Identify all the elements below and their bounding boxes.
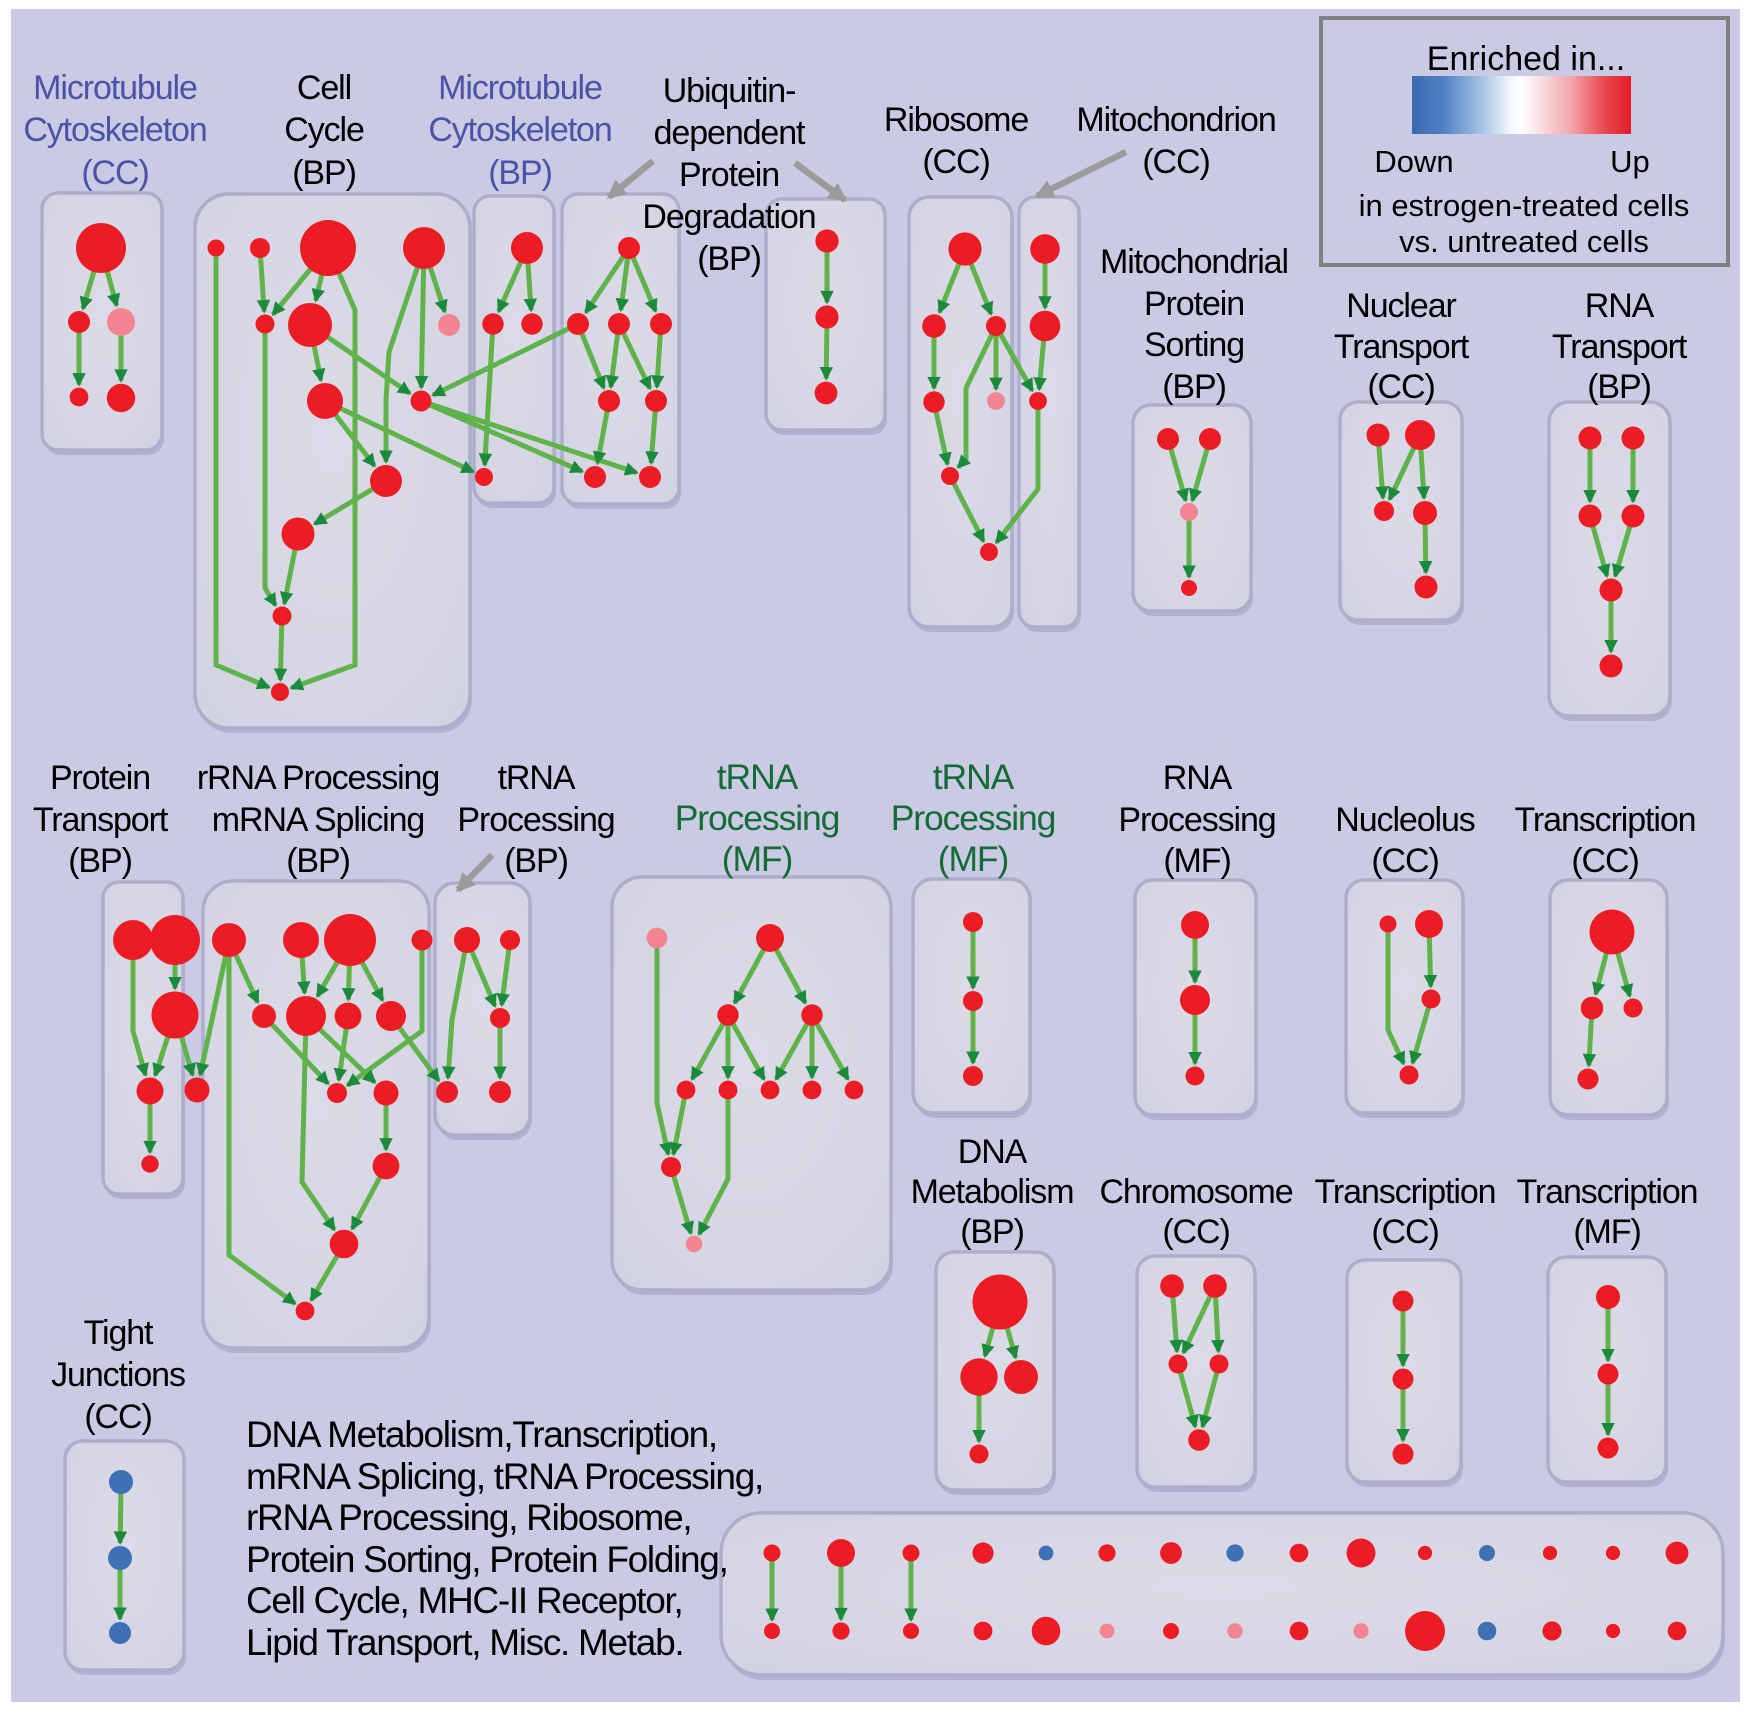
svg-text:Protein: Protein — [50, 759, 150, 797]
svg-text:Protein Sorting, Protein Foldi: Protein Sorting, Protein Folding, — [246, 1539, 728, 1580]
svg-text:mRNA Splicing: mRNA Splicing — [212, 801, 424, 839]
svg-text:rRNA Processing, Ribosome,: rRNA Processing, Ribosome, — [246, 1497, 691, 1538]
svg-text:(CC): (CC) — [1367, 368, 1434, 406]
svg-text:Transport: Transport — [1552, 328, 1688, 366]
svg-text:(MF): (MF) — [938, 839, 1009, 879]
svg-text:(CC): (CC) — [84, 1398, 151, 1436]
svg-text:tRNA: tRNA — [717, 757, 799, 797]
svg-text:Enriched in...: Enriched in... — [1427, 40, 1625, 78]
svg-text:RNA: RNA — [1163, 759, 1233, 797]
svg-text:tRNA: tRNA — [498, 759, 576, 797]
svg-text:Processing: Processing — [1118, 801, 1275, 839]
svg-text:(BP): (BP) — [697, 240, 761, 278]
svg-text:RNA: RNA — [1585, 287, 1655, 325]
svg-text:Lipid Transport, Misc. Metab.: Lipid Transport, Misc. Metab. — [246, 1622, 683, 1663]
svg-text:Mitochondrial: Mitochondrial — [1100, 243, 1288, 281]
svg-text:Tight: Tight — [84, 1314, 154, 1352]
svg-text:(CC): (CC) — [1142, 143, 1209, 181]
svg-text:Cytoskeleton: Cytoskeleton — [23, 111, 206, 149]
svg-text:mRNA Splicing, tRNA Processing: mRNA Splicing, tRNA Processing, — [246, 1456, 763, 1497]
svg-text:Cell: Cell — [297, 69, 351, 107]
svg-text:Mitochondrion: Mitochondrion — [1076, 101, 1275, 139]
svg-text:Metabolism: Metabolism — [911, 1173, 1074, 1211]
svg-text:DNA Metabolism,Transcription,: DNA Metabolism,Transcription, — [246, 1414, 717, 1455]
svg-text:Sorting: Sorting — [1144, 326, 1244, 364]
svg-text:(CC): (CC) — [1371, 1213, 1438, 1251]
svg-text:(MF): (MF) — [722, 839, 793, 879]
svg-text:(MF): (MF) — [1573, 1213, 1640, 1251]
svg-text:Degradation: Degradation — [642, 198, 815, 236]
svg-text:(BP): (BP) — [488, 154, 552, 192]
svg-text:Cycle: Cycle — [284, 111, 364, 149]
svg-text:Transcription: Transcription — [1515, 801, 1696, 839]
svg-text:Chromosome: Chromosome — [1099, 1173, 1292, 1211]
svg-text:Microtubule: Microtubule — [438, 69, 602, 107]
svg-text:Ribosome: Ribosome — [884, 101, 1028, 139]
svg-text:Up: Up — [1610, 144, 1650, 179]
svg-text:Processing: Processing — [457, 801, 614, 839]
svg-text:(BP): (BP) — [292, 154, 356, 192]
svg-text:Protein: Protein — [1144, 285, 1244, 323]
svg-text:(BP): (BP) — [504, 842, 568, 880]
svg-text:Nucleolus: Nucleolus — [1335, 801, 1474, 839]
svg-text:(MF): (MF) — [1163, 842, 1230, 880]
svg-text:tRNA: tRNA — [933, 757, 1015, 797]
svg-text:Junctions: Junctions — [51, 1356, 185, 1394]
svg-text:(CC): (CC) — [922, 143, 989, 181]
svg-text:Transport: Transport — [33, 801, 169, 839]
svg-text:Cell Cycle, MHC-II Receptor,: Cell Cycle, MHC-II Receptor, — [246, 1580, 683, 1621]
svg-text:rRNA Processing: rRNA Processing — [197, 759, 439, 797]
svg-text:Processing: Processing — [891, 798, 1056, 838]
svg-text:DNA: DNA — [958, 1133, 1028, 1171]
svg-text:Ubiquitin-: Ubiquitin- — [663, 72, 796, 110]
svg-text:Cytoskeleton: Cytoskeleton — [428, 111, 611, 149]
svg-text:Nuclear: Nuclear — [1346, 287, 1456, 325]
svg-text:Transport: Transport — [1334, 328, 1470, 366]
svg-text:Transcription: Transcription — [1517, 1173, 1698, 1211]
svg-text:(CC): (CC) — [1571, 842, 1638, 880]
svg-text:Down: Down — [1374, 144, 1453, 179]
svg-text:(BP): (BP) — [1587, 368, 1651, 406]
svg-text:(CC): (CC) — [1371, 842, 1438, 880]
svg-text:vs. untreated cells: vs. untreated cells — [1399, 224, 1649, 259]
svg-text:(BP): (BP) — [1162, 368, 1226, 406]
svg-text:dependent: dependent — [654, 114, 806, 152]
svg-text:(CC): (CC) — [1162, 1213, 1229, 1251]
svg-text:in estrogen-treated cells: in estrogen-treated cells — [1359, 188, 1690, 223]
svg-text:(CC): (CC) — [81, 154, 148, 192]
svg-text:(BP): (BP) — [68, 842, 132, 880]
svg-text:(BP): (BP) — [286, 842, 350, 880]
svg-text:Microtubule: Microtubule — [33, 69, 197, 107]
svg-text:Protein: Protein — [679, 156, 779, 194]
svg-text:(BP): (BP) — [960, 1213, 1024, 1251]
svg-text:Transcription: Transcription — [1315, 1173, 1496, 1211]
svg-text:Processing: Processing — [675, 798, 840, 838]
